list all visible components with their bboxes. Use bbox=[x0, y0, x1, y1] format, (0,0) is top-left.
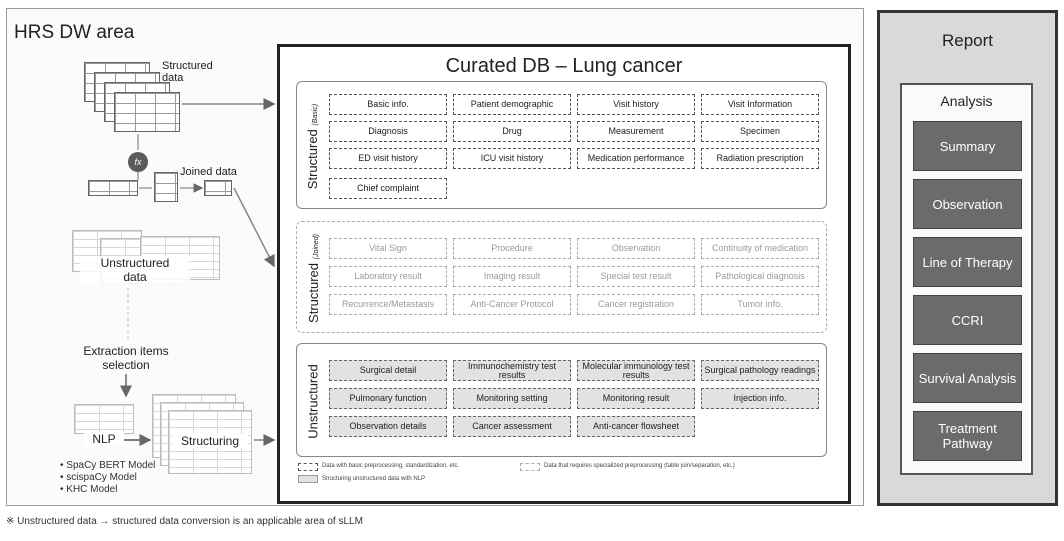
data-cell: Monitoring setting bbox=[453, 388, 571, 409]
nlp-label: NLP bbox=[84, 432, 124, 446]
data-cell: Surgical detail bbox=[329, 360, 447, 381]
data-cell: Special test result bbox=[577, 266, 695, 287]
data-cell: Anti-Cancer Protocol bbox=[453, 294, 571, 315]
data-cell: Pathological diagnosis bbox=[701, 266, 819, 287]
data-cell: Measurement bbox=[577, 121, 695, 142]
nlp-doc bbox=[74, 404, 134, 434]
footnote: ※ Unstructured data → structured data co… bbox=[6, 516, 363, 527]
data-cell: Visit history bbox=[577, 94, 695, 115]
analysis-item-line-of-therapy: Line of Therapy bbox=[913, 237, 1022, 287]
table-sheet bbox=[114, 92, 180, 132]
data-cell: Chief complaint bbox=[329, 178, 447, 199]
report-panel: Report Analysis Summary Observation Line… bbox=[877, 10, 1058, 506]
fx-icon: fx bbox=[128, 152, 148, 172]
section-label: Structured (Joined) bbox=[301, 222, 325, 334]
unstructured-data-label: Unstructured data bbox=[80, 256, 190, 284]
section-sublabel: (Basic) bbox=[312, 103, 320, 126]
section-structured-basic: Structured (Basic) Basic info. Patient d… bbox=[296, 81, 827, 209]
data-cell: Monitoring result bbox=[577, 388, 695, 409]
data-cell: Observation details bbox=[329, 416, 447, 437]
data-cell: Basic info. bbox=[329, 94, 447, 115]
data-cell: Visit Information bbox=[701, 94, 819, 115]
model-item: KHC Model bbox=[60, 484, 155, 496]
section-unstructured: Unstructured Surgical detail Immunochemi… bbox=[296, 343, 827, 457]
data-cell: Molecular immunology test results bbox=[577, 360, 695, 381]
data-cell: Pulmonary function bbox=[329, 388, 447, 409]
data-cell: Tumor info. bbox=[701, 294, 819, 315]
extraction-items-label: Extraction items selection bbox=[83, 344, 169, 372]
legend-swatch-special bbox=[520, 463, 540, 471]
arrow-joined bbox=[233, 187, 275, 268]
data-cell: Procedure bbox=[453, 238, 571, 259]
analysis-item-treatment-pathway: Treatment Pathway bbox=[913, 411, 1022, 461]
data-cell: Diagnosis bbox=[329, 121, 447, 142]
data-cell: Patient demographic bbox=[453, 94, 571, 115]
data-cell: Recurrence/Metastasis bbox=[329, 294, 447, 315]
structuring-label: Structuring bbox=[172, 434, 248, 448]
data-cell: Imaging result bbox=[453, 266, 571, 287]
data-cell: Vital Sign bbox=[329, 238, 447, 259]
model-item: scispaCy Model bbox=[60, 472, 155, 484]
section-label-text: Structured bbox=[305, 262, 321, 323]
legend-text-basic: Data with basic preprocessing, standardi… bbox=[322, 463, 460, 469]
section-label: Unstructured bbox=[301, 344, 325, 458]
section-label: Structured (Basic) bbox=[301, 82, 325, 210]
model-list: SpaCy BERT Model scispaCy Model KHC Mode… bbox=[60, 460, 155, 496]
data-cell: Injection info. bbox=[701, 388, 819, 409]
section-structured-joined: Structured (Joined) Vital Sign Procedure… bbox=[296, 221, 827, 333]
data-cell: ICU visit history bbox=[453, 148, 571, 169]
analysis-box: Analysis Summary Observation Line of The… bbox=[900, 83, 1033, 475]
analysis-title: Analysis bbox=[940, 93, 993, 109]
data-cell: Laboratory result bbox=[329, 266, 447, 287]
analysis-item-summary: Summary bbox=[913, 121, 1022, 171]
data-cell: ED visit history bbox=[329, 148, 447, 169]
data-cell: Continuity of medication bbox=[701, 238, 819, 259]
legend-text-nlp: Structuring unstructured data with NLP bbox=[322, 476, 426, 482]
data-cell: Radiation prescription bbox=[701, 148, 819, 169]
analysis-item-ccri: CCRI bbox=[913, 295, 1022, 345]
source-table bbox=[88, 180, 138, 196]
data-cell: Cancer assessment bbox=[453, 416, 571, 437]
report-title: Report bbox=[941, 31, 994, 50]
data-cell: Immunochemistry test results bbox=[453, 360, 571, 381]
legend-swatch-nlp bbox=[298, 475, 318, 483]
data-cell: Surgical pathology readings bbox=[701, 360, 819, 381]
data-cell: Cancer registration bbox=[577, 294, 695, 315]
section-label-text: Structured bbox=[305, 128, 321, 189]
structured-data-label: Structured data bbox=[162, 60, 213, 84]
data-cell: Observation bbox=[577, 238, 695, 259]
data-cell: Specimen bbox=[701, 121, 819, 142]
curated-db-title: Curated DB – Lung cancer bbox=[445, 55, 683, 77]
data-cell: Anti-cancer flowsheet bbox=[577, 416, 695, 437]
hrs-title: HRS DW area bbox=[14, 22, 135, 43]
source-table bbox=[154, 172, 178, 202]
joined-data-label: Joined data bbox=[180, 166, 237, 178]
legend-swatch-basic bbox=[298, 463, 318, 471]
joined-table bbox=[204, 180, 232, 196]
legend-text-special: Data that requires specialized preproces… bbox=[544, 463, 735, 469]
analysis-item-survival-analysis: Survival Analysis bbox=[913, 353, 1022, 403]
data-cell: Drug bbox=[453, 121, 571, 142]
data-cell: Medication performance bbox=[577, 148, 695, 169]
section-label-text: Unstructured bbox=[305, 363, 321, 439]
model-item: SpaCy BERT Model bbox=[60, 460, 155, 472]
curated-db-panel: Curated DB – Lung cancer Structured (Bas… bbox=[277, 44, 851, 504]
analysis-item-observation: Observation bbox=[913, 179, 1022, 229]
section-sublabel: (Joined) bbox=[312, 233, 320, 259]
